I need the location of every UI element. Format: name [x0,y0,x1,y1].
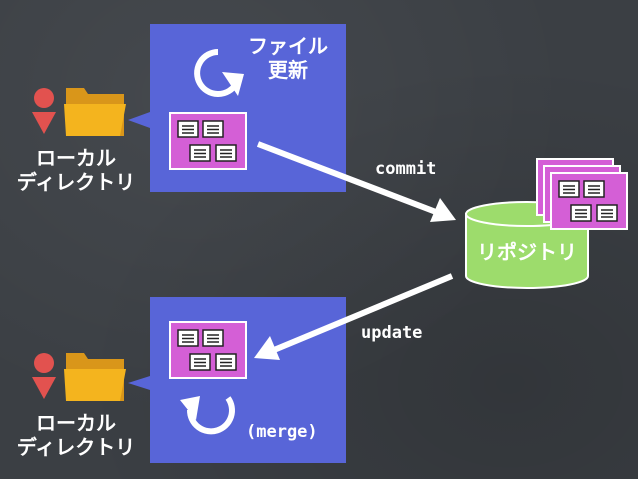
local-directory-top-line1: ローカル [36,146,116,170]
commit-label: commit [375,159,437,179]
user-icon-bottom [32,353,56,399]
working-files-top [170,113,246,169]
working-files-bottom [170,322,246,378]
folder-icon-top [64,88,126,136]
update-cycle-arrow-icon [194,49,244,97]
local-directory-bottom-line1: ローカル [36,411,116,435]
folder-icon-bottom [64,353,126,401]
local-directory-bottom-line2: ディレクトリ [16,435,136,459]
update-label: update [361,323,423,343]
top-panel-title-line2: 更新 [268,58,308,82]
merge-label: (merge) [246,422,318,442]
merge-cycle-arrow-icon [180,396,235,435]
update-arrow [254,273,454,360]
repository-files-stack [536,158,627,229]
top-panel-title-line1: ファイル [248,34,328,58]
commit-arrow [256,141,456,222]
local-directory-top-line2: ディレクトリ [16,170,136,194]
user-icon-top [32,88,56,134]
repository-label: リポジトリ [477,240,577,264]
